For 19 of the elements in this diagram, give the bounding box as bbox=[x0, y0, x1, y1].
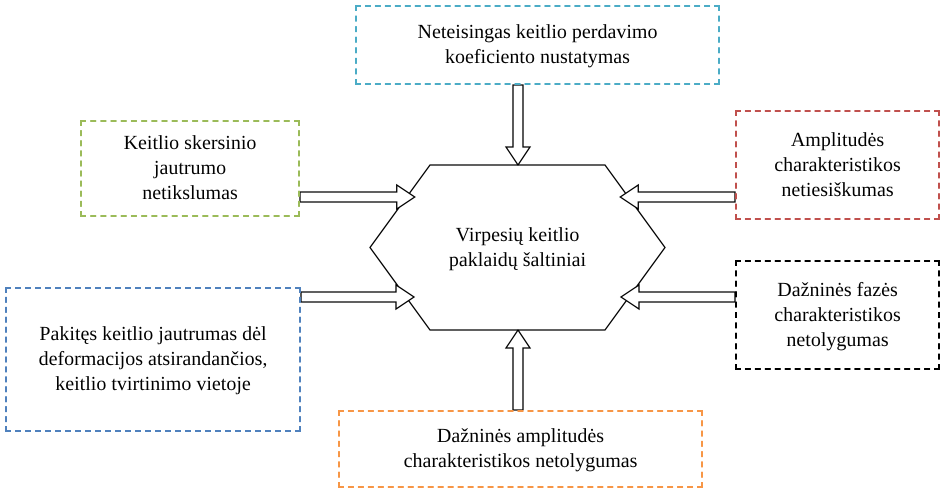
node-text: Pakitęs keitlio jautrumas dėl deformacijos atsirandančios, keitlio tvirtinimo vietoje bbox=[38, 322, 268, 397]
block-arrow bbox=[300, 284, 416, 310]
node-text: Neteisingas keitlio perdavimo koeficiento nustatymas bbox=[416, 20, 658, 70]
block-arrow bbox=[504, 328, 532, 411]
node-text: Amplitudės charakteristikos netiesiškumas bbox=[773, 128, 902, 202]
node-text: Virpesių keitlio paklaidų šaltiniai bbox=[448, 222, 588, 272]
block-arrow bbox=[620, 284, 736, 310]
dashed-text-box bbox=[80, 120, 300, 217]
node-text: Dažninės fazės charakteristikos netolygumas bbox=[773, 278, 902, 352]
block-arrow bbox=[299, 184, 416, 210]
dashed-text-box bbox=[5, 287, 301, 432]
dashed-text-box bbox=[338, 410, 703, 488]
node-text: Dažninės amplitudės charakteristikos netolygumas bbox=[402, 424, 638, 474]
dashed-text-box bbox=[735, 260, 940, 370]
dashed-text-box bbox=[355, 5, 720, 85]
block-arrow bbox=[619, 184, 736, 210]
dashed-text-box bbox=[735, 110, 940, 220]
block-arrow bbox=[504, 84, 532, 166]
node-text: Keitlio skersinio jautrumo netikslumas bbox=[122, 131, 258, 206]
